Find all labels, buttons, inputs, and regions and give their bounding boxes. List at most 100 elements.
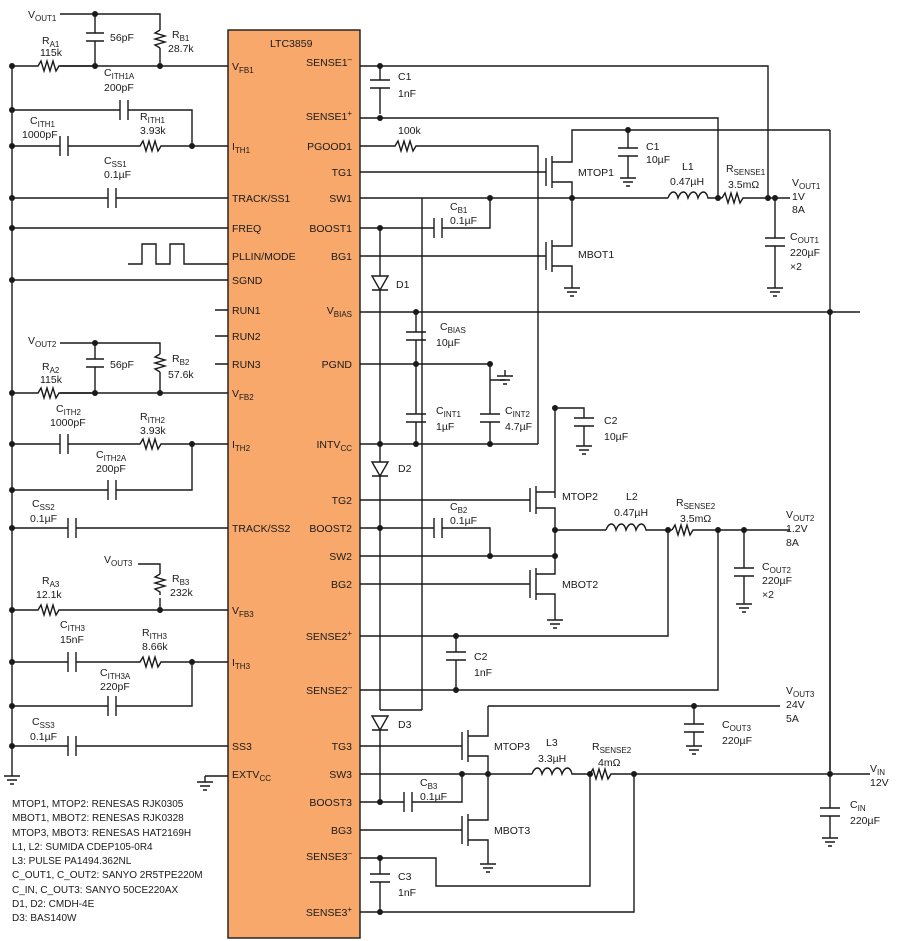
pin-sense3p: SENSE3+ <box>306 905 352 919</box>
l2-value: 0.47µH <box>614 507 648 519</box>
cout3-value: 220µF <box>722 735 752 747</box>
cbias <box>406 312 426 364</box>
note-line: C_IN, C_OUT3: SANYO 50CE220AX <box>12 884 179 896</box>
cith3a-label: CITH3A <box>100 667 131 681</box>
mbot3-label: MBOT3 <box>494 825 530 837</box>
cith1a-label: CITH1A <box>104 67 135 81</box>
mtop3-label: MTOP3 <box>494 741 530 753</box>
cint1 <box>406 364 426 444</box>
note-line: D1, D2: CMDH-4E <box>12 899 95 911</box>
mtop2 <box>360 486 556 530</box>
rith2-value: 3.93k <box>140 425 166 437</box>
right-pin-labels: SENSE1– SENSE1+ PGOOD1 TG1 SW1 BOOST1 BG… <box>306 55 353 919</box>
ra2-resistor <box>12 385 95 401</box>
cbias-value: 10µF <box>436 337 460 349</box>
d1-diode <box>370 228 390 444</box>
rb1-resistor <box>152 29 168 49</box>
cith2-value: 1000pF <box>50 417 86 429</box>
cith1-label: CITH1 <box>30 115 55 129</box>
rb2-label: RB2 <box>172 353 190 367</box>
rith2-label: RITH2 <box>140 411 165 425</box>
ic-body <box>227 29 361 939</box>
pin-ith2: ITH2 <box>232 439 251 453</box>
pin-sgnd: SGND <box>232 275 263 287</box>
ra2-label: RA2 <box>42 361 60 375</box>
cith3a-value: 220pF <box>100 681 130 693</box>
pin-bg2: BG2 <box>331 579 352 591</box>
cout1-mult: ×2 <box>790 261 802 273</box>
css2-label: CSS2 <box>32 498 55 512</box>
pin-trackss2: TRACK/SS2 <box>232 523 291 535</box>
pin-bg3: BG3 <box>331 825 352 837</box>
c1-in-label: C1 <box>646 141 660 153</box>
vout3-label: VOUT3 <box>104 554 133 568</box>
cb1-label: CB1 <box>450 201 468 215</box>
rb2-value: 57.6k <box>168 369 194 381</box>
d3-diode <box>370 556 422 802</box>
rb3-value: 232k <box>170 587 194 599</box>
pin-ith1: ITH1 <box>232 141 251 155</box>
c1-in-value: 10µF <box>646 154 670 166</box>
pin-run3: RUN3 <box>232 359 261 371</box>
mbot3 <box>360 774 489 858</box>
l1-inductor <box>667 191 722 201</box>
mtop2-label: MTOP2 <box>562 491 598 503</box>
c2-in-value: 10µF <box>604 431 628 443</box>
pin-boost1: BOOST1 <box>309 223 352 235</box>
c1-sense-value: 1nF <box>398 88 416 100</box>
cout3-label: COUT3 <box>722 719 751 733</box>
css1-label: CSS1 <box>104 155 127 169</box>
ra1-resistor <box>12 58 95 74</box>
cith2-label: CITH2 <box>56 403 81 417</box>
rsense3-label: RSENSE2 <box>592 741 632 755</box>
rsense1-label: RSENSE1 <box>726 163 766 177</box>
rb3-label: RB3 <box>172 573 190 587</box>
ra3-value: 12.1k <box>36 589 62 601</box>
css1 <box>12 188 228 208</box>
rsense3-resistor <box>589 766 870 782</box>
note-line: L3: PULSE PA1494.362NL <box>12 856 132 868</box>
cith3a <box>12 662 193 716</box>
pin-bg1: BG1 <box>331 251 352 263</box>
vin-value: 12V <box>870 777 889 789</box>
ra1-label: RA1 <box>42 35 60 49</box>
cin-label: CIN <box>850 799 866 813</box>
left-gnd-symbol <box>3 769 21 785</box>
c3-sense-value: 1nF <box>398 887 416 899</box>
cb3-value: 0.1µF <box>420 791 447 803</box>
cith3-rith3 <box>12 652 228 672</box>
rb1-label: RB1 <box>172 29 190 43</box>
rb3-resistor <box>152 573 168 595</box>
css3 <box>12 736 228 756</box>
c1-sense-label: C1 <box>398 71 412 83</box>
pin-boost2: BOOST2 <box>309 523 352 535</box>
cin-value: 220µF <box>850 815 880 827</box>
css3-value: 0.1µF <box>30 731 57 743</box>
rsense2-value: 3.5mΩ <box>680 513 711 525</box>
c2-sense-label: C2 <box>474 651 488 663</box>
pin-trackss1: TRACK/SS1 <box>232 193 291 205</box>
r-100k <box>360 138 539 444</box>
c2-sense-value: 1nF <box>474 667 492 679</box>
rsense3-value: 4mΩ <box>598 757 621 769</box>
ra1-value: 115k <box>40 47 63 59</box>
cb1-value: 0.1µF <box>450 215 477 227</box>
cith3-value: 15nF <box>60 634 84 646</box>
cith2a-label: CITH2A <box>96 449 127 463</box>
pin-vfb1: VFB1 <box>232 61 254 75</box>
cout2 <box>734 530 754 598</box>
cith1a <box>12 100 193 146</box>
sense3-c3 <box>360 774 591 912</box>
pin-tg3: TG3 <box>332 741 353 753</box>
pllin-clock-waveform <box>128 243 228 265</box>
vout3-spec-i: 5A <box>786 713 799 725</box>
cb2 <box>360 518 491 556</box>
l1-label: L1 <box>682 161 694 173</box>
note-line: D3: BAS140W <box>12 913 77 925</box>
cout2-mult: ×2 <box>762 589 774 601</box>
pin-sense1m: SENSE1– <box>306 55 352 69</box>
pin-run2: RUN2 <box>232 331 261 343</box>
pin-pgood1: PGOOD1 <box>307 141 352 153</box>
cb1 <box>360 198 491 238</box>
